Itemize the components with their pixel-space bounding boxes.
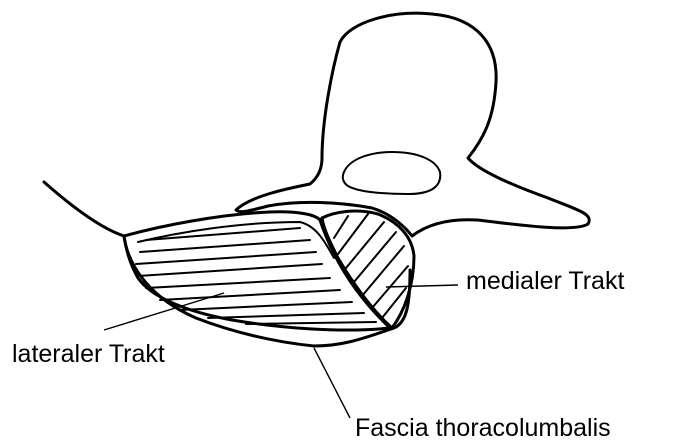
medial-tract-label: medialer Trakt [466,269,624,294]
fascia-label: Fascia thoracolumbalis [355,416,611,441]
vertebra-outline [236,13,589,236]
lateral-tract-label: lateraler Trakt [12,342,165,367]
leader-line-medial [386,285,458,287]
leader-line-fascia [314,348,350,418]
lateral-tract-outline [124,212,390,330]
spinal-canal [343,152,440,194]
medial-tract-outline [322,211,414,328]
